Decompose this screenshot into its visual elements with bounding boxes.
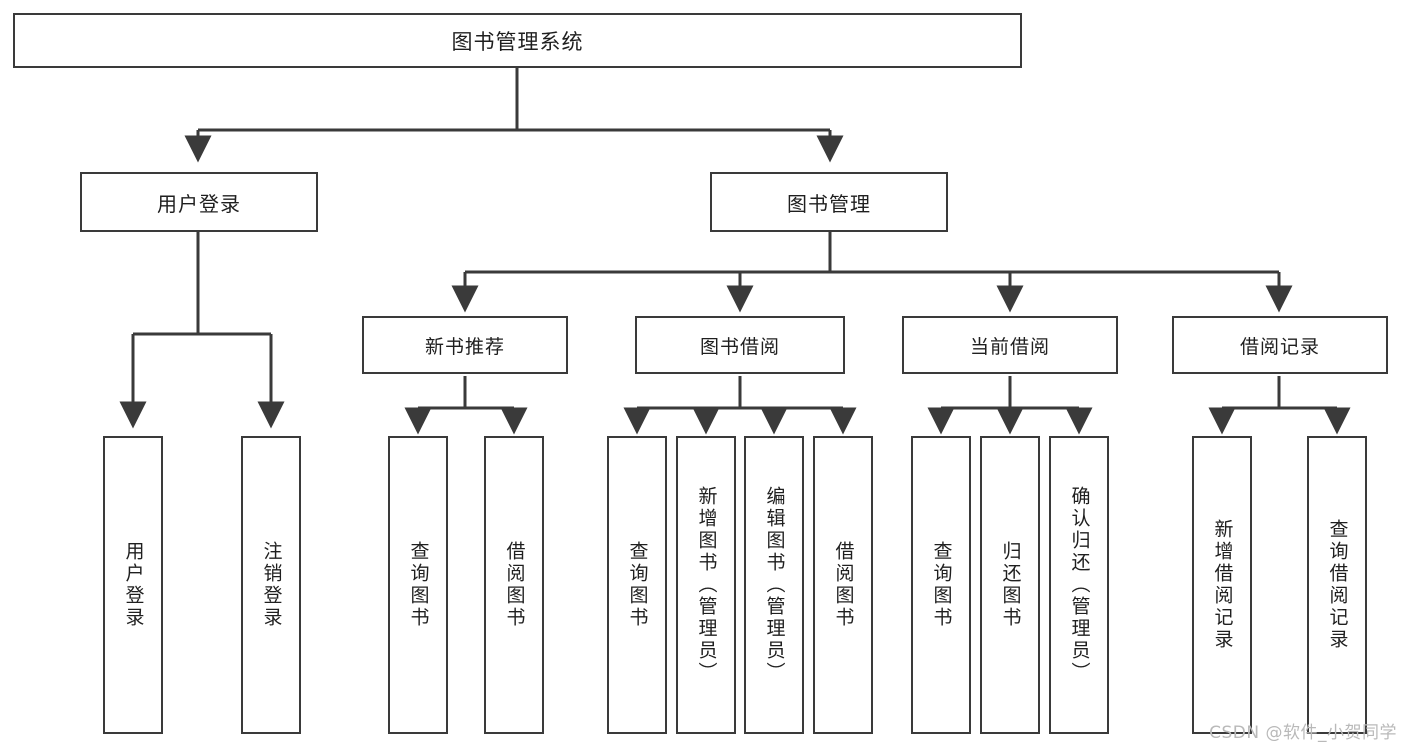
- node-label: 借阅图书: [503, 541, 526, 629]
- node-new-book-recommend[interactable]: 新书推荐: [362, 316, 568, 374]
- leaf-query-book-1[interactable]: 查询图书: [388, 436, 448, 734]
- node-label: 确认归还（管理员）: [1068, 486, 1091, 684]
- watermark: CSDN @软件_小贺同学: [1209, 723, 1397, 743]
- node-label: 图书借阅: [699, 335, 780, 358]
- node-label: 图书管理系统: [451, 29, 584, 54]
- leaf-query-book-3[interactable]: 查询图书: [911, 436, 971, 734]
- node-root-book-management-system[interactable]: 图书管理系统: [13, 13, 1022, 68]
- leaf-add-book[interactable]: 新增图书（管理员）: [676, 436, 736, 734]
- leaf-query-book-2[interactable]: 查询图书: [607, 436, 667, 734]
- leaf-add-record[interactable]: 新增借阅记录: [1192, 436, 1252, 734]
- node-label: 借阅图书: [832, 541, 855, 629]
- leaf-confirm-return[interactable]: 确认归还（管理员）: [1049, 436, 1109, 734]
- node-label: 归还图书: [999, 541, 1022, 629]
- node-label: 当前借阅: [969, 335, 1050, 358]
- leaf-return-book[interactable]: 归还图书: [980, 436, 1040, 734]
- leaf-borrow-book-2[interactable]: 借阅图书: [813, 436, 873, 734]
- node-label: 借阅记录: [1239, 335, 1320, 358]
- node-book-borrow[interactable]: 图书借阅: [635, 316, 845, 374]
- node-current-borrow[interactable]: 当前借阅: [902, 316, 1118, 374]
- node-label: 新书推荐: [424, 335, 505, 358]
- node-borrow-record[interactable]: 借阅记录: [1172, 316, 1388, 374]
- node-label: 注销登录: [260, 541, 283, 629]
- node-label: 用户登录: [122, 541, 145, 629]
- leaf-edit-book[interactable]: 编辑图书（管理员）: [744, 436, 804, 734]
- node-label: 查询图书: [626, 541, 649, 629]
- leaf-logout-login[interactable]: 注销登录: [241, 436, 301, 734]
- leaf-borrow-book-1[interactable]: 借阅图书: [484, 436, 544, 734]
- node-label: 查询图书: [930, 541, 953, 629]
- node-label: 查询借阅记录: [1326, 519, 1349, 651]
- node-book-manage[interactable]: 图书管理: [710, 172, 948, 232]
- node-label: 查询图书: [407, 541, 430, 629]
- node-label: 编辑图书（管理员）: [763, 486, 786, 684]
- node-label: 新增借阅记录: [1211, 519, 1234, 651]
- leaf-user-login[interactable]: 用户登录: [103, 436, 163, 734]
- node-label: 图书管理: [787, 191, 871, 216]
- node-label: 新增图书（管理员）: [695, 486, 718, 684]
- node-label: 用户登录: [157, 191, 241, 216]
- leaf-query-record[interactable]: 查询借阅记录: [1307, 436, 1367, 734]
- node-user-login[interactable]: 用户登录: [80, 172, 318, 232]
